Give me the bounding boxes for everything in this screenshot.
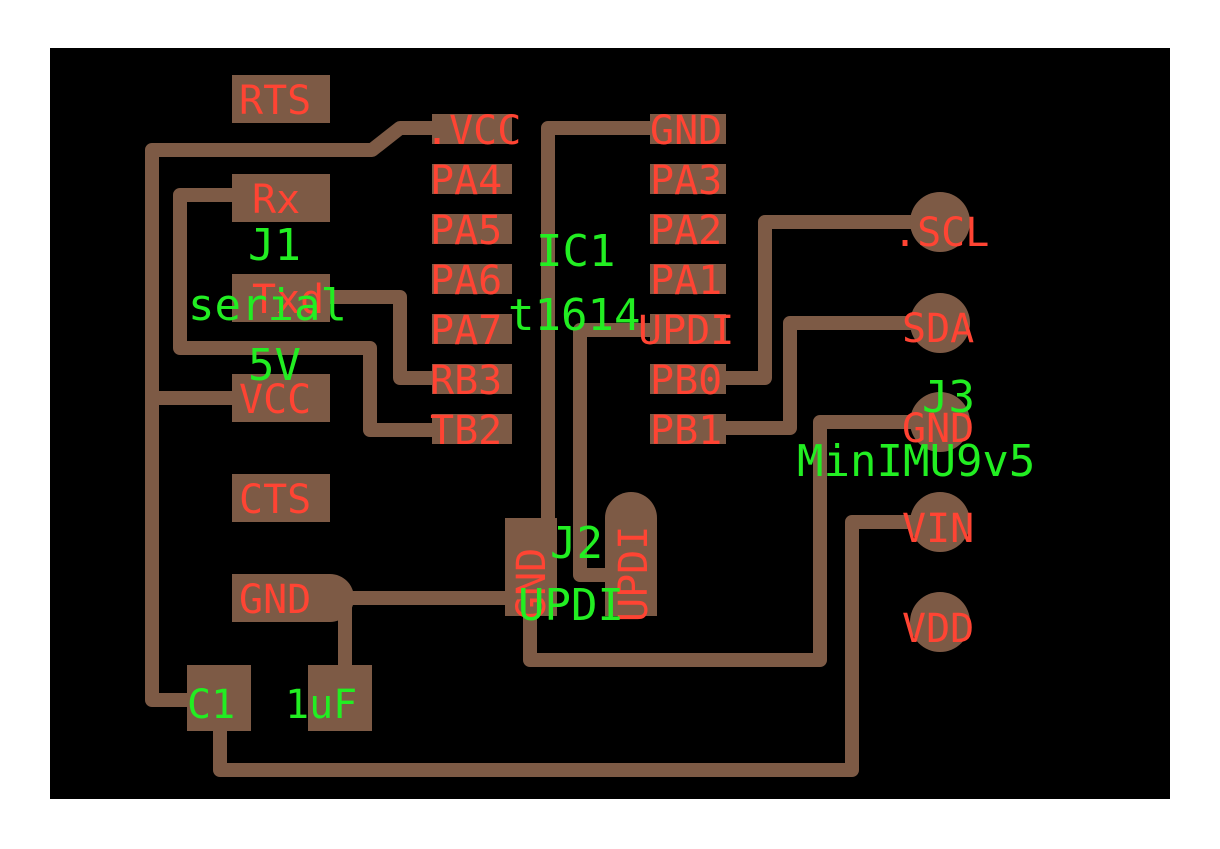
ic1-pin-rb3-label: RB3 bbox=[430, 358, 502, 404]
c1-ref-label: C1 bbox=[187, 682, 235, 728]
j3-pad-gnd bbox=[910, 392, 970, 452]
j2-value-label: UPDI bbox=[518, 580, 624, 631]
j3-pad-vin bbox=[910, 492, 970, 552]
ic1-pin-pa7-label: PA7 bbox=[430, 308, 502, 354]
trace-scl bbox=[693, 215, 947, 385]
ic1-pin-vcc-label: .VCC bbox=[425, 108, 521, 154]
ic1-pin-pa3-label: PA3 bbox=[650, 158, 722, 204]
trace-gnd-ic bbox=[541, 121, 707, 527]
ic1-pin-pa1-label: PA1 bbox=[650, 258, 722, 304]
c1-pads bbox=[187, 665, 372, 731]
ic1-pad-l1 bbox=[432, 114, 512, 144]
c1-pad-1 bbox=[187, 665, 251, 731]
trace-sda bbox=[693, 316, 947, 435]
j1-ref-label: J1 bbox=[248, 220, 301, 271]
ic1-pin-gnd-label: GND bbox=[650, 108, 722, 154]
ic1-ref-label: IC1 bbox=[536, 226, 615, 277]
trace-rx bbox=[173, 188, 447, 437]
j3-value-label: MinIMU9v5 bbox=[797, 436, 1035, 487]
j2-pin-updi-label: UPDI bbox=[611, 526, 657, 622]
ic1-value-label: t1614 bbox=[508, 290, 640, 341]
j1-pin-cts-label: CTS bbox=[239, 477, 311, 523]
j3-pin-sda-label: SDA bbox=[902, 306, 974, 352]
trace-updi bbox=[573, 323, 667, 582]
j3-pad-scl bbox=[910, 192, 970, 252]
j3-pad-sda bbox=[910, 293, 970, 353]
j2-pad-updi-round bbox=[605, 492, 657, 544]
c1-value-label: 1uF bbox=[285, 682, 357, 728]
ic1-pad-l3 bbox=[432, 214, 512, 244]
j1-pin-rx-label: Rx bbox=[252, 177, 300, 223]
c1-pad-2 bbox=[308, 665, 372, 731]
j1-voltage-label: 5V bbox=[248, 340, 301, 391]
j1-pin-vcc-label: VCC bbox=[239, 377, 311, 423]
j2-pads bbox=[505, 492, 657, 616]
ic1-pin-pa4-label: PA4 bbox=[430, 158, 502, 204]
j3-pin-vin-label: VIN bbox=[902, 506, 974, 552]
trace-vcc bbox=[145, 121, 447, 707]
ic1-pin-updi-label: UPDI bbox=[638, 308, 734, 354]
trace-vin bbox=[213, 515, 947, 777]
ic1-pad-l2 bbox=[432, 164, 512, 194]
j3-ref-label: J3 bbox=[922, 372, 975, 423]
j1-pads bbox=[232, 75, 354, 622]
ic1-pads bbox=[432, 114, 726, 444]
j1-pad-vcc bbox=[232, 374, 330, 422]
j1-pad-tx bbox=[232, 274, 330, 322]
ic1-pad-l6 bbox=[432, 364, 512, 394]
ic1-pin-pb0-label: PB0 bbox=[650, 358, 722, 404]
j1-pad-rx bbox=[232, 174, 330, 222]
ic1-pad-l5 bbox=[432, 314, 512, 344]
ic1-pin-pa2-label: PA2 bbox=[650, 208, 722, 254]
j3-pads bbox=[910, 192, 970, 652]
trace-gnd-j3 bbox=[523, 415, 947, 667]
ic1-pin-pb1-label: PB1 bbox=[650, 408, 722, 454]
ic1-pad-r7 bbox=[650, 414, 726, 444]
j3-pin-scl-label: .SCL bbox=[893, 210, 989, 256]
j1-pad-rts bbox=[232, 75, 330, 123]
ic1-pad-r1 bbox=[650, 114, 726, 144]
trace-tx bbox=[313, 290, 447, 385]
ic1-pin-tb2-label: TB2 bbox=[430, 408, 502, 454]
ic1-pin-pa5-label: PA5 bbox=[430, 208, 502, 254]
ic1-pin-pa6-label: PA6 bbox=[430, 258, 502, 304]
j1-pin-rts-label: RTS bbox=[239, 78, 311, 124]
ic1-pad-r5 bbox=[650, 314, 726, 344]
j3-pad-vdd bbox=[910, 592, 970, 652]
ic1-pad-r3 bbox=[650, 214, 726, 244]
ic1-pad-r6 bbox=[650, 364, 726, 394]
j2-pin-gnd-label: GND bbox=[509, 548, 555, 620]
ic1-pad-r4 bbox=[650, 264, 726, 294]
j1-pin-gnd-label: GND bbox=[239, 577, 311, 623]
j1-pad-gnd-round bbox=[306, 574, 354, 622]
j1-value-label: serial bbox=[188, 280, 347, 331]
ic1-pad-l7 bbox=[432, 414, 512, 444]
traces bbox=[145, 121, 947, 777]
ic1-pad-l4 bbox=[432, 264, 512, 294]
j2-ref-label: J2 bbox=[550, 518, 603, 569]
j2-pad-gnd bbox=[505, 518, 557, 616]
j3-pin-gnd-label: GND bbox=[902, 406, 974, 452]
j3-pin-vdd-label: VDD bbox=[902, 606, 974, 652]
j1-pad-cts bbox=[232, 474, 330, 522]
j1-pin-tx-label: Txd bbox=[252, 277, 324, 323]
ic1-pad-r2 bbox=[650, 164, 726, 194]
